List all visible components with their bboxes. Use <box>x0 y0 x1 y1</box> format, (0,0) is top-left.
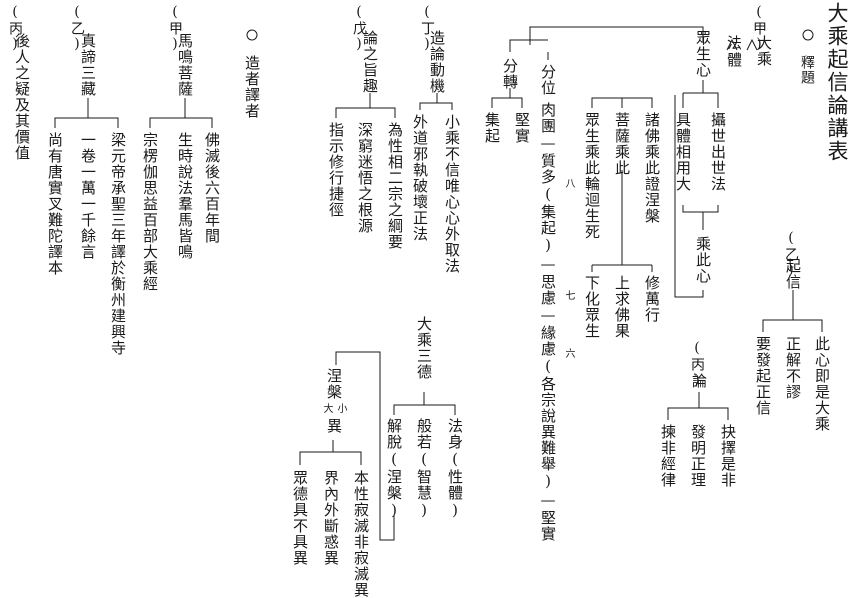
term: 下化眾生 <box>583 275 601 339</box>
term: 解脫(涅槃) <box>385 418 403 520</box>
term: 一卷一萬一千餘言 <box>79 132 97 260</box>
connector <box>509 39 548 52</box>
section-heading: 造者譯者 <box>243 55 261 119</box>
section-heading: 後人之疑及其價值 <box>13 33 31 161</box>
term: 眾生心 <box>694 30 712 78</box>
section-heading: 馬鳴菩薩 <box>176 33 194 97</box>
term: 尚有唐實叉難陀譯本 <box>46 132 64 276</box>
section-heading: 造論動機 <box>428 30 446 94</box>
term: 揀非經律 <box>659 424 677 488</box>
term: 本性寂滅非寂滅異 <box>352 470 370 598</box>
connector <box>529 26 704 45</box>
term: 堅實 <box>513 112 531 144</box>
term: 抉擇是非 <box>719 424 737 488</box>
term: 乘此心 <box>694 236 712 284</box>
section-label: (丙) <box>689 340 705 389</box>
page-title: 大乘起信論講表 <box>825 2 849 163</box>
term: 攝世出世法 <box>709 112 727 192</box>
term: 正解不謬 <box>784 336 802 400</box>
section-heading: 論 <box>690 373 708 389</box>
term: 諸佛乘此證涅槃 <box>643 112 661 224</box>
term: 大乘 <box>755 35 773 67</box>
section-label: (丙) <box>7 4 23 53</box>
term: 涅槃 <box>325 368 343 400</box>
term: 眾德具不具異 <box>291 470 309 566</box>
section-label: (乙) <box>69 4 85 53</box>
numeral: 八 <box>563 178 574 188</box>
section-label: (丁) <box>419 4 435 53</box>
tick-mark <box>746 38 758 51</box>
term: 體 <box>725 52 743 68</box>
section-label: (戊) <box>351 4 367 53</box>
section-heading: 大乘三德 <box>415 316 433 380</box>
term: 般若(智慧) <box>415 418 433 520</box>
section-heading: 釋題 <box>799 55 815 85</box>
term: 宗楞伽思益百部大乘經 <box>141 132 159 292</box>
bracket-top <box>683 92 719 108</box>
term: 佛滅後六百年間 <box>203 132 221 244</box>
term: 小乘不信唯心心外取法 <box>443 114 461 274</box>
term: 生時說法羣馬皆鳴 <box>176 132 194 260</box>
term: 界內外斷惑異 <box>322 470 340 566</box>
term-small: 大 <box>321 403 332 414</box>
term: 修萬行 <box>643 275 661 323</box>
term: 集起 <box>483 112 501 144</box>
term-chain: 肉團—質多(集起)—思慮—緣慮(各宗說異難舉)—堅實 <box>539 102 557 542</box>
tick-mark <box>726 38 738 51</box>
numeral: 六 <box>563 348 574 358</box>
term: 上求佛果 <box>613 275 631 339</box>
term: 菩薩乘此 <box>613 112 631 176</box>
circle-bullet <box>246 29 258 41</box>
section-heading: 真諦三藏 <box>79 33 97 97</box>
circle-bullet <box>802 29 814 41</box>
section-label: (甲) <box>167 4 183 53</box>
term: 分位 <box>539 64 557 96</box>
term: 指示修行捷徑 <box>327 122 345 218</box>
term: 分轉 <box>501 58 519 90</box>
term: 法身(性體) <box>446 418 464 520</box>
term-small: 小 <box>335 403 346 414</box>
term: 眾生乘此輪迴生死 <box>583 112 601 240</box>
section-heading: 起信 <box>784 258 802 290</box>
section-label: (甲) <box>751 4 767 53</box>
term: 異 <box>325 418 343 434</box>
numeral: 七 <box>563 290 574 300</box>
term: 梁元帝承聖三年譯於衡州建興寺 <box>109 132 127 356</box>
term: 外道邪執破壞正法 <box>411 114 429 242</box>
section-heading: 論之旨趣 <box>361 30 379 94</box>
term: 深窮迷悟之根源 <box>356 122 374 234</box>
term: 具體相用大 <box>674 112 692 192</box>
term: 為性相二宗之綱要 <box>386 122 404 250</box>
term: 法 <box>725 35 743 51</box>
term: 此心即是大乘 <box>813 336 831 432</box>
term: 發明正理 <box>689 424 707 488</box>
section-label: (乙) <box>783 230 799 279</box>
term: 要發起正信 <box>754 336 772 416</box>
